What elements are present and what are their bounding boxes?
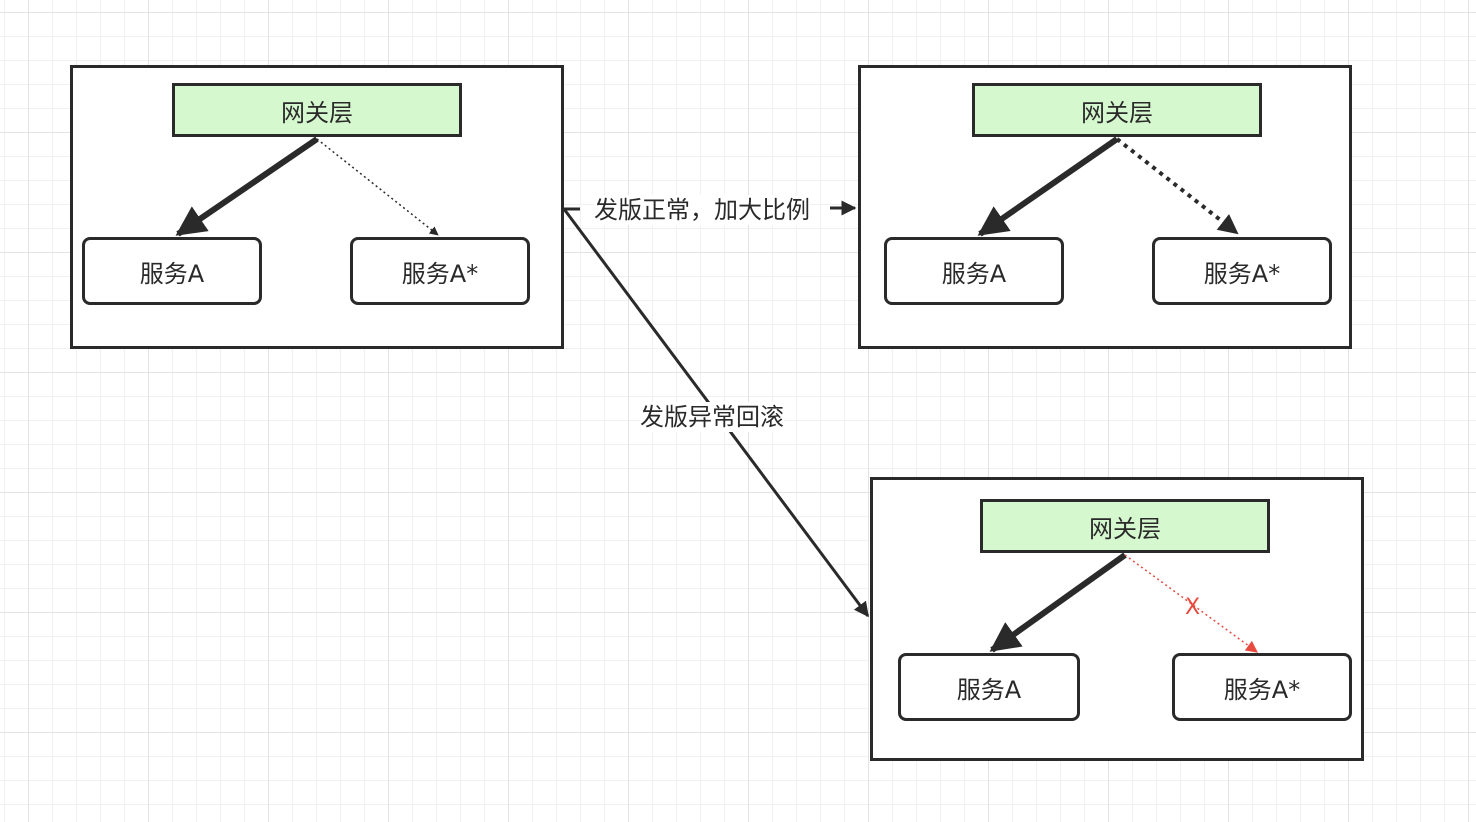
service-a-box[interactable]: 服务A [884, 237, 1064, 305]
edge-label-normal: 发版正常，加大比例 [594, 195, 810, 225]
gateway-box[interactable]: 网关层 [172, 83, 462, 137]
main-traffic-arrow [989, 552, 1127, 653]
gateway-box[interactable]: 网关层 [980, 499, 1270, 553]
service-a-canary-box[interactable]: 服务A* [350, 237, 530, 305]
blocked-x-icon: X [1185, 595, 1201, 620]
service-a-box[interactable]: 服务A [82, 237, 262, 305]
canary-traffic-arrow [1115, 137, 1239, 235]
blocked-canary-arrow [1124, 554, 1258, 653]
canary-traffic-arrow [316, 138, 439, 236]
main-traffic-arrow [175, 136, 319, 237]
edge-label-rollback: 发版异常回滚 [640, 402, 784, 432]
service-a-canary-box[interactable]: 服务A* [1152, 237, 1332, 305]
main-traffic-arrow [977, 136, 1119, 237]
gateway-box[interactable]: 网关层 [972, 83, 1262, 137]
service-a-canary-box[interactable]: 服务A* [1172, 653, 1352, 721]
service-a-box[interactable]: 服务A [898, 653, 1080, 721]
